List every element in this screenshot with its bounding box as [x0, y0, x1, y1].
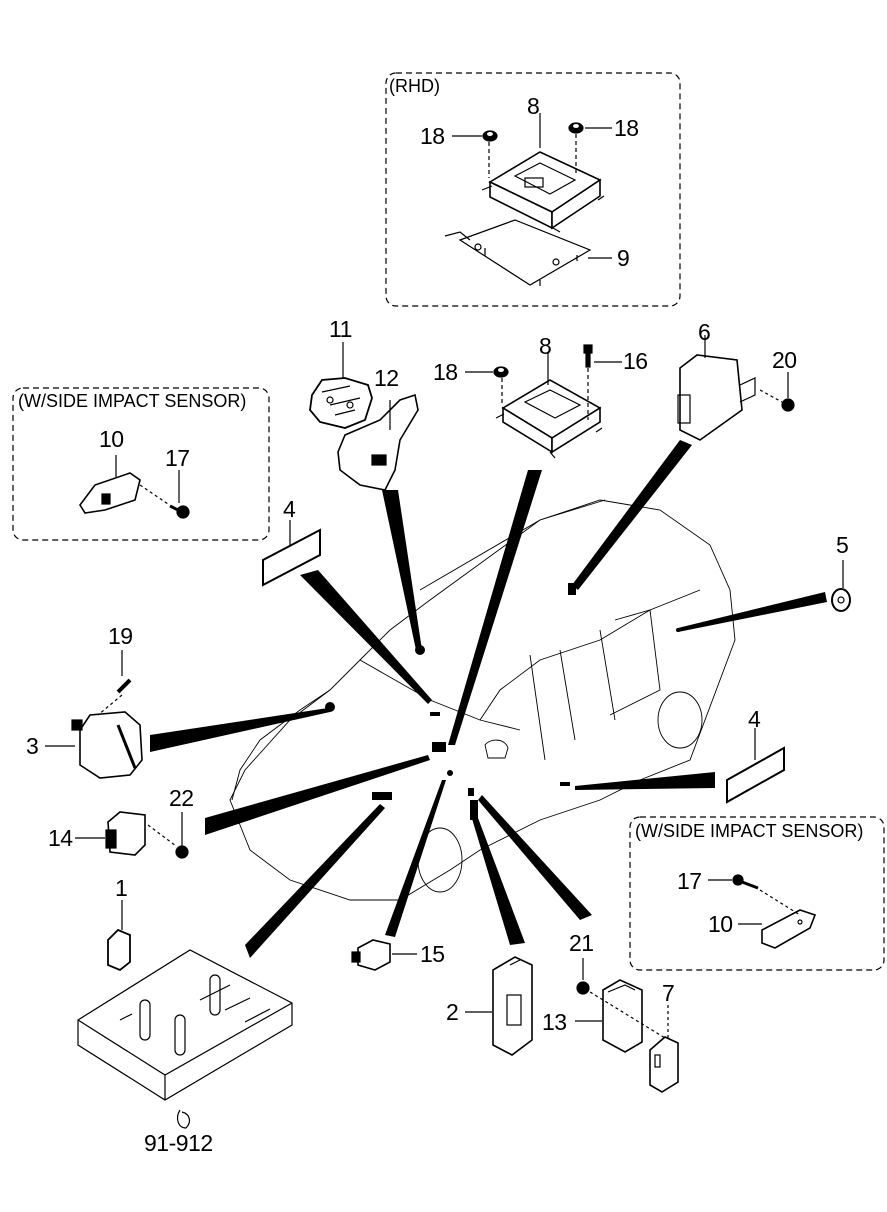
callout-11[interactable]: 11: [329, 316, 352, 342]
side-impact-sensor-right: [761, 909, 817, 949]
bolt-17-left: [169, 504, 190, 519]
steering-wheel-airbag: [337, 393, 419, 491]
callout-8-rhd[interactable]: 8: [527, 93, 540, 119]
callout-19[interactable]: 19: [108, 623, 133, 649]
connector-7: [649, 1036, 679, 1093]
bolt-19: [116, 678, 132, 694]
rhd-group-box: [385, 72, 681, 307]
callout-8[interactable]: 8: [539, 333, 552, 359]
callout-1[interactable]: 1: [115, 875, 128, 901]
callout-21[interactable]: 21: [569, 930, 594, 956]
leader-6: [572, 440, 692, 590]
callout-10-left[interactable]: 10: [99, 426, 124, 452]
callout-5[interactable]: 5: [836, 532, 849, 558]
leader-3: [150, 708, 330, 752]
rhd-group-title: (RHD): [389, 76, 440, 96]
label-sticker-4-right: [726, 746, 785, 804]
airbag-control-unit: [495, 379, 603, 459]
nut-rhd-left: [482, 130, 498, 142]
leader-wedges: [150, 440, 827, 958]
leader-5: [678, 592, 827, 632]
connector-15: [351, 939, 391, 971]
callout-17-right[interactable]: 17: [677, 868, 702, 894]
module-13: [602, 979, 643, 1053]
airbag-bracket-rhd: [444, 219, 592, 286]
callout-18[interactable]: 18: [433, 359, 458, 385]
front-impact-sensor-3: [71, 711, 143, 779]
nut-main: [493, 366, 509, 378]
leader-21: [478, 795, 592, 920]
side-impact-right-box: [629, 816, 885, 971]
leader-2: [470, 810, 525, 945]
callout-22[interactable]: 22: [169, 785, 194, 811]
callout-20[interactable]: 20: [772, 347, 797, 373]
leader-8: [448, 470, 542, 745]
leader-4-left: [300, 570, 432, 704]
callout-10-right[interactable]: 10: [708, 911, 733, 937]
leader-15: [385, 780, 446, 937]
callout-3[interactable]: 3: [26, 733, 39, 759]
callout-4-left[interactable]: 4: [283, 496, 296, 522]
bolt-17-right: [732, 874, 759, 890]
relay-14: [105, 811, 146, 856]
leader-12: [382, 490, 422, 650]
reference-91-912[interactable]: 91-912: [144, 1130, 213, 1156]
relay-1: [107, 928, 131, 972]
side-impact-left-title: (W/SIDE IMPACT SENSOR): [18, 391, 247, 411]
callout-12[interactable]: 12: [374, 365, 399, 391]
airbag-control-unit-rhd: [481, 151, 605, 233]
nut-20: [781, 398, 795, 412]
callout-14[interactable]: 14: [48, 825, 73, 851]
callout-9[interactable]: 9: [617, 245, 630, 271]
leader-14: [205, 755, 430, 835]
leader-1: [245, 804, 385, 958]
sensor-module-2: [492, 956, 533, 1056]
grommet-5: [831, 588, 851, 612]
callout-13[interactable]: 13: [542, 1009, 567, 1035]
callout-18-rhd-right[interactable]: 18: [614, 115, 639, 141]
callout-18-rhd-left[interactable]: 18: [420, 123, 445, 149]
bolt-16: [583, 344, 593, 368]
clock-spring: [309, 342, 373, 429]
callout-7[interactable]: 7: [662, 980, 675, 1006]
hand-pointer-icon: [176, 1109, 191, 1129]
label-sticker-4-left: [262, 528, 321, 587]
callout-15[interactable]: 15: [420, 941, 445, 967]
junction-box: [77, 949, 293, 1101]
nut-21: [576, 981, 590, 995]
leader-4-right: [575, 772, 715, 790]
side-impact-right-title: (W/SIDE IMPACT SENSOR): [635, 821, 864, 841]
nut-22: [175, 845, 189, 859]
callout-4-right[interactable]: 4: [748, 706, 761, 732]
side-impact-sensor-left: [79, 455, 141, 514]
callout-17-left[interactable]: 17: [165, 445, 190, 471]
callout-2[interactable]: 2: [446, 999, 459, 1025]
rear-module-6: [677, 335, 756, 441]
callout-16[interactable]: 16: [623, 348, 648, 374]
callout-6[interactable]: 6: [698, 319, 711, 345]
nut-rhd-right: [568, 122, 584, 134]
